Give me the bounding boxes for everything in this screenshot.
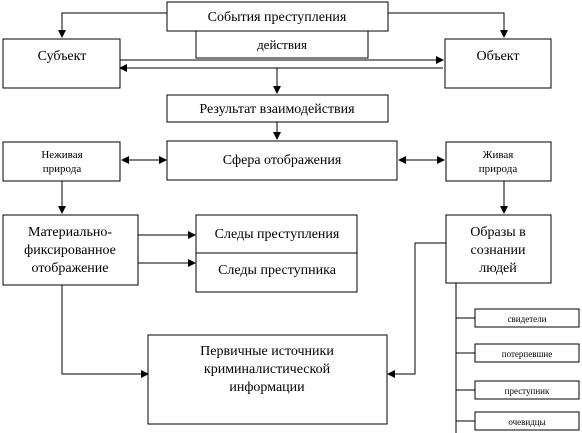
box-people-images: Образы в сознании людей [445, 214, 552, 284]
subject-label: Субъект [38, 49, 87, 64]
box-traces: Следы преступления Следы преступника [195, 214, 358, 293]
box-subject: Субъект [2, 38, 121, 89]
box-object: Объект [444, 38, 552, 89]
arrow-material-to-primary [61, 285, 149, 378]
box-witness: свидетели [474, 308, 580, 328]
crime-traces-label: Следы преступления [215, 227, 340, 242]
primary-label-3: информации [229, 380, 305, 395]
box-eyewitnesses: очевидцы [474, 411, 580, 431]
witness-label: свидетели [508, 314, 547, 324]
images-label-2: сознании [471, 243, 526, 258]
arrow-events-to-subject [58, 12, 167, 38]
primary-label-1: Первичные источники [200, 344, 334, 359]
box-primary-sources: Первичные источники криминалистической и… [147, 334, 388, 425]
box-result: Результат взаимодействия [166, 94, 389, 123]
actions-label: действия [257, 37, 307, 52]
box-actions: действия [195, 30, 369, 59]
inanimate-label-1: Неживая [41, 149, 82, 161]
arrow-events-to-object [388, 12, 508, 38]
material-label-2: фиксированное [24, 243, 116, 258]
arrow-images-to-primary [387, 242, 446, 378]
primary-label-2: криминалистической [204, 362, 331, 377]
box-inanimate-nature: Неживая природа [2, 141, 121, 182]
box-living-nature: Живая природа [445, 141, 552, 182]
images-label-3: людей [479, 261, 517, 276]
box-criminal: преступник [474, 380, 580, 400]
eyewitnesses-label: очевидцы [508, 417, 545, 427]
object-label: Объект [476, 49, 519, 64]
connectors [58, 12, 508, 433]
criminal-label: преступник [505, 386, 550, 396]
criminal-traces-label: Следы преступника [218, 263, 337, 278]
living-label-1: Живая [483, 149, 514, 161]
living-label-2: природа [479, 163, 518, 175]
events-label: События преступления [208, 10, 347, 25]
inanimate-label-2: природа [43, 163, 82, 175]
box-reflection-sphere: Сфера отображения [166, 140, 398, 181]
result-label: Результат взаимодействия [199, 102, 355, 117]
material-label-3: отображение [32, 261, 109, 276]
material-label-1: Материально- [28, 225, 112, 240]
reflection-sphere-label: Сфера отображения [223, 153, 342, 168]
images-label-1: Образы в [470, 225, 526, 240]
box-victim: потерпевшие [474, 343, 580, 363]
box-material-reflection: Материально- фиксированное отображение [2, 214, 139, 286]
box-events: События преступления [166, 1, 389, 32]
victim-label: потерпевшие [502, 349, 552, 359]
